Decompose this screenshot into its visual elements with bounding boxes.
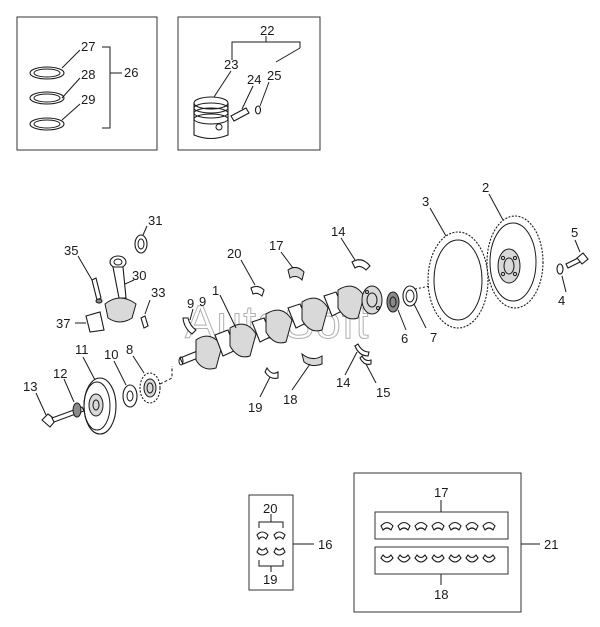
- callout-9b: 9: [199, 294, 206, 309]
- flywheel-bolt-washer: [556, 263, 564, 275]
- callout-33: 33: [151, 285, 165, 300]
- callout-7: 7: [430, 330, 437, 345]
- pulley-washer: [72, 402, 82, 418]
- callout-19a: 19: [248, 400, 262, 415]
- piston-pin: [230, 107, 250, 122]
- callout-1: 1: [212, 283, 219, 298]
- callout-16: 16: [318, 537, 332, 552]
- thrust-washer: [182, 317, 197, 335]
- callout-26: 26: [124, 65, 138, 80]
- conrod-bearing-upper-set: [380, 521, 496, 531]
- callout-22: 22: [260, 23, 274, 38]
- callout-28: 28: [81, 67, 95, 82]
- callout-6: 6: [401, 331, 408, 346]
- piston-ring-middle: [29, 91, 65, 105]
- seal-retainer-ring: [402, 285, 418, 307]
- callout-12: 12: [53, 366, 67, 381]
- conrod-bearing-set-inset: [353, 472, 522, 613]
- crankshaft-rear-seal: [386, 291, 400, 313]
- piston-ring-top: [29, 66, 65, 80]
- callout-11: 11: [75, 342, 89, 357]
- connecting-rod: [104, 255, 137, 323]
- piston-pin-clip: [254, 105, 262, 115]
- flywheel-ring-gear: [427, 231, 489, 329]
- main-bearing-lower-shell: [264, 366, 279, 379]
- callout-9a: 9: [187, 296, 194, 311]
- callout-29: 29: [81, 92, 95, 107]
- crankshaft-timing-gear: [139, 372, 161, 404]
- callout-15: 15: [376, 385, 390, 400]
- crankshaft: [178, 285, 383, 370]
- main-bearing-upper-shell: [250, 285, 265, 297]
- callout-23: 23: [224, 57, 238, 72]
- callout-21: 21: [544, 537, 558, 552]
- callout-30: 30: [132, 268, 146, 283]
- callout-8: 8: [126, 342, 133, 357]
- main-bearing-set-inset: [248, 494, 294, 591]
- callout-2: 2: [482, 180, 489, 195]
- callout-13: 13: [23, 379, 37, 394]
- thrust-bearing-shell-lower: [354, 343, 372, 365]
- callout-5: 5: [571, 225, 578, 240]
- callout-27: 27: [81, 39, 95, 54]
- small-end-bush: [134, 234, 148, 254]
- callout-17b: 17: [434, 485, 448, 500]
- callout-18b: 18: [434, 587, 448, 602]
- main-bearing-shell-pair: [256, 531, 286, 556]
- dowel-pin: [140, 315, 149, 329]
- callout-18a: 18: [283, 392, 297, 407]
- callout-14b: 14: [336, 375, 350, 390]
- callout-31: 31: [148, 213, 162, 228]
- callout-4: 4: [558, 293, 565, 308]
- callout-25: 25: [267, 68, 281, 83]
- conrod-bearing-lower: [301, 352, 323, 367]
- connecting-rod-bolt: [91, 277, 103, 304]
- callout-14a: 14: [331, 224, 345, 239]
- conrod-bearing-lower-set: [380, 554, 496, 563]
- callout-20b: 20: [263, 501, 277, 516]
- crankshaft-pulley: [83, 377, 117, 435]
- callout-24: 24: [247, 72, 261, 87]
- thrust-bearing-shell-upper: [351, 259, 371, 271]
- connecting-rod-cap: [85, 311, 105, 333]
- callout-3: 3: [422, 194, 429, 209]
- callout-19b: 19: [263, 572, 277, 587]
- piston-rings-inset: [16, 16, 158, 151]
- callout-37: 37: [56, 316, 70, 331]
- callout-35: 35: [64, 243, 78, 258]
- conrod-bearing-upper: [287, 266, 305, 281]
- flywheel-bolt: [565, 252, 589, 269]
- callout-17a: 17: [269, 238, 283, 253]
- piston-ring-oil: [29, 117, 65, 131]
- flywheel: [486, 215, 544, 309]
- crank-spacer: [122, 384, 138, 408]
- piston: [193, 96, 229, 140]
- callout-20a: 20: [227, 246, 241, 261]
- callout-10: 10: [104, 347, 118, 362]
